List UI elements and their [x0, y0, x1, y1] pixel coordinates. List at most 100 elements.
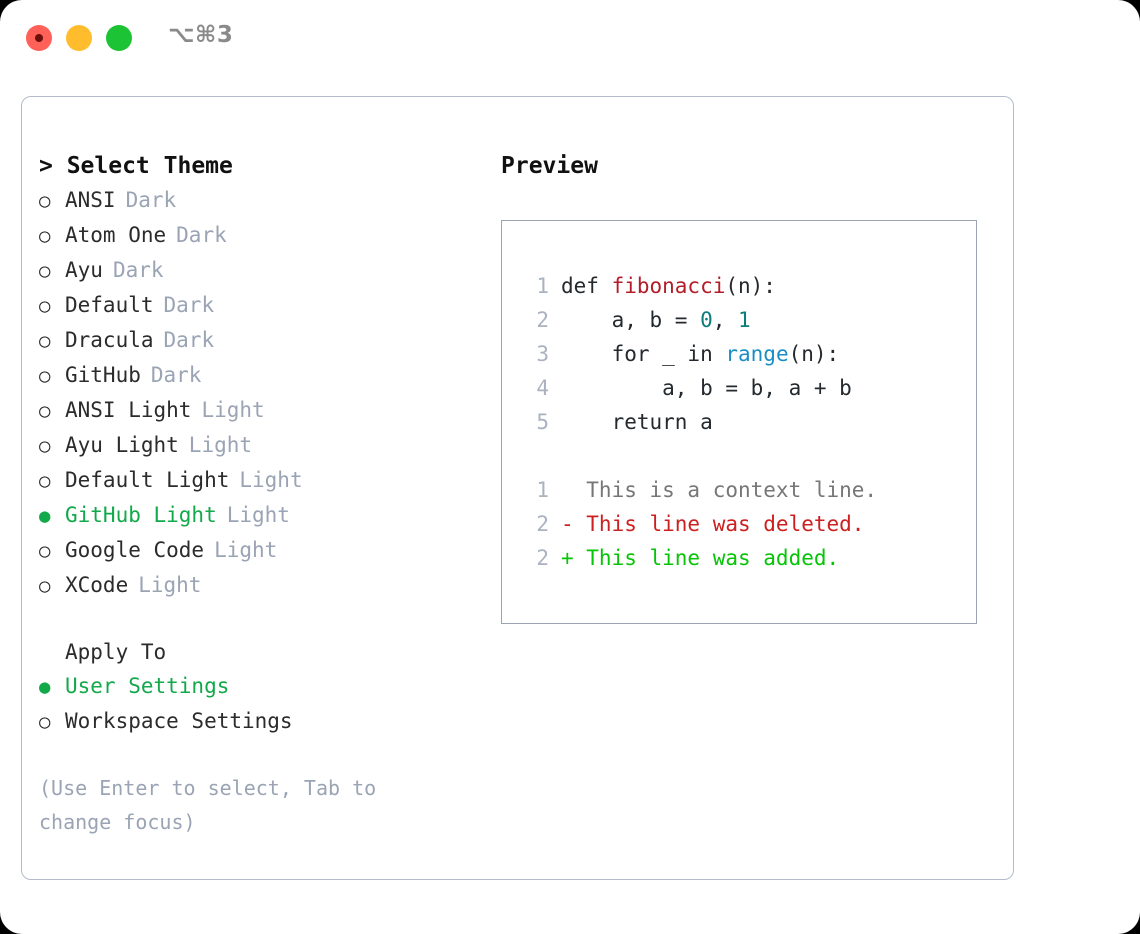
- diff-line: 2 + This line was added.: [502, 541, 976, 575]
- apply-to-header: Apply To: [65, 640, 167, 664]
- radio-unselected-icon: ○: [39, 400, 51, 422]
- close-button-icon[interactable]: [26, 25, 52, 51]
- code-token-call: range: [725, 342, 789, 366]
- code-line-number: 1: [536, 274, 549, 298]
- code-token-plain: return a: [561, 410, 713, 434]
- code-token-num: 0: [700, 308, 713, 332]
- code-token-plain: (n):: [725, 274, 776, 298]
- code-token-plain: def: [561, 274, 612, 298]
- apply-to-option-label: User Settings: [65, 674, 230, 698]
- theme-option-variant: Dark: [125, 188, 177, 212]
- select-theme-header: > Select Theme: [39, 153, 233, 179]
- theme-option-ayu-light[interactable]: ○ Ayu Light Light: [39, 428, 479, 463]
- theme-option-github-light[interactable]: ● GitHub Light Light: [39, 498, 479, 533]
- radio-unselected-icon: ○: [39, 711, 51, 733]
- keyboard-hint-text: (Use Enter to select, Tab to change focu…: [39, 776, 377, 834]
- theme-option-label: ANSI Light: [65, 398, 192, 422]
- radio-unselected-icon: ○: [39, 435, 51, 457]
- code-line-content: for _ in range(n):: [561, 337, 840, 371]
- theme-option-label: Atom One: [65, 223, 167, 247]
- theme-option-ansi-light[interactable]: ○ ANSI Light Light: [39, 393, 479, 428]
- apply-to-list[interactable]: ● User Settings ○ Workspace Settings: [39, 669, 479, 739]
- code-line-content: a, b = 0, 1: [561, 303, 751, 337]
- code-token-plain: a, b =: [561, 308, 701, 332]
- code-line-content: return a: [561, 405, 713, 439]
- code-line: 1 def fibonacci(n):: [502, 269, 976, 303]
- minimize-button-icon[interactable]: [66, 25, 92, 51]
- theme-option-variant: Dark: [112, 258, 164, 282]
- theme-option-label: Default: [65, 293, 154, 317]
- theme-option-variant: Light: [239, 468, 303, 492]
- code-token-func: fibonacci: [611, 274, 726, 298]
- code-token-num: 1: [738, 308, 751, 332]
- radio-unselected-icon: ○: [39, 190, 51, 212]
- theme-option-variant: Light: [226, 503, 290, 527]
- radio-unselected-icon: ○: [39, 470, 51, 492]
- diff-line: 1 This is a context line.: [502, 473, 976, 507]
- code-line-number: 3: [536, 342, 549, 366]
- radio-selected-icon: ●: [39, 676, 51, 698]
- apply-to-option-user-settings[interactable]: ● User Settings: [39, 669, 479, 704]
- theme-option-default[interactable]: ○ Default Dark: [39, 288, 479, 323]
- title-bar: ⌥⌘3: [0, 0, 1140, 76]
- theme-option-label: XCode: [65, 573, 129, 597]
- code-line-number: 4: [536, 376, 549, 400]
- theme-option-label: GitHub: [65, 363, 141, 387]
- code-line-number: 5: [536, 410, 549, 434]
- theme-option-variant: Light: [201, 398, 265, 422]
- code-line: 5 return a: [502, 405, 976, 439]
- diff-line-number: 1: [536, 478, 549, 502]
- preview-header: Preview: [501, 153, 598, 179]
- diff-line-added: + This line was added.: [561, 546, 840, 570]
- radio-unselected-icon: ○: [39, 365, 51, 387]
- radio-selected-icon: ●: [39, 505, 51, 527]
- code-token-plain: ,: [712, 308, 739, 332]
- code-line: 3 for _ in range(n):: [502, 337, 976, 371]
- code-line-content: a, b = b, a + b: [561, 371, 852, 405]
- diff-line-context: This is a context line.: [561, 478, 878, 502]
- diff-line-number: 2: [536, 546, 549, 570]
- diff-line: 2- This line was deleted.: [502, 507, 976, 541]
- theme-option-label: Default Light: [65, 468, 230, 492]
- radio-unselected-icon: ○: [39, 260, 51, 282]
- radio-unselected-icon: ○: [39, 295, 51, 317]
- code-line-number: 2: [536, 308, 549, 332]
- window-controls: [26, 25, 132, 51]
- theme-option-github[interactable]: ○ GitHub Dark: [39, 358, 479, 393]
- diff-sample: 1 This is a context line.2- This line wa…: [502, 473, 976, 575]
- code-token-plain: a, b = b, a + b: [561, 376, 852, 400]
- theme-option-variant: Dark: [163, 328, 215, 352]
- theme-option-variant: Light: [188, 433, 253, 457]
- theme-option-xcode[interactable]: ○ XCode Light: [39, 568, 479, 603]
- theme-option-label: Ayu Light: [65, 433, 179, 457]
- theme-option-variant: Dark: [150, 363, 202, 387]
- radio-unselected-icon: ○: [39, 575, 51, 597]
- keyboard-shortcut-label: ⌥⌘3: [168, 22, 234, 48]
- zoom-button-icon[interactable]: [106, 25, 132, 51]
- theme-option-variant: Dark: [176, 223, 227, 247]
- theme-option-variant: Light: [214, 538, 278, 562]
- diff-line-number: 2: [536, 512, 549, 536]
- theme-option-label: Dracula: [65, 328, 154, 352]
- code-line-content: def fibonacci(n):: [561, 269, 776, 303]
- apply-to-option-workspace-settings[interactable]: ○ Workspace Settings: [39, 704, 479, 739]
- code-token-plain: (n):: [788, 342, 840, 366]
- theme-option-default-light[interactable]: ○ Default Light Light: [39, 463, 479, 498]
- theme-option-variant: Light: [138, 573, 202, 597]
- code-line: 2 a, b = 0, 1: [502, 303, 976, 337]
- theme-option-variant: Dark: [163, 293, 215, 317]
- apply-to-option-label: Workspace Settings: [65, 709, 293, 733]
- theme-option-label: GitHub Light: [65, 503, 217, 527]
